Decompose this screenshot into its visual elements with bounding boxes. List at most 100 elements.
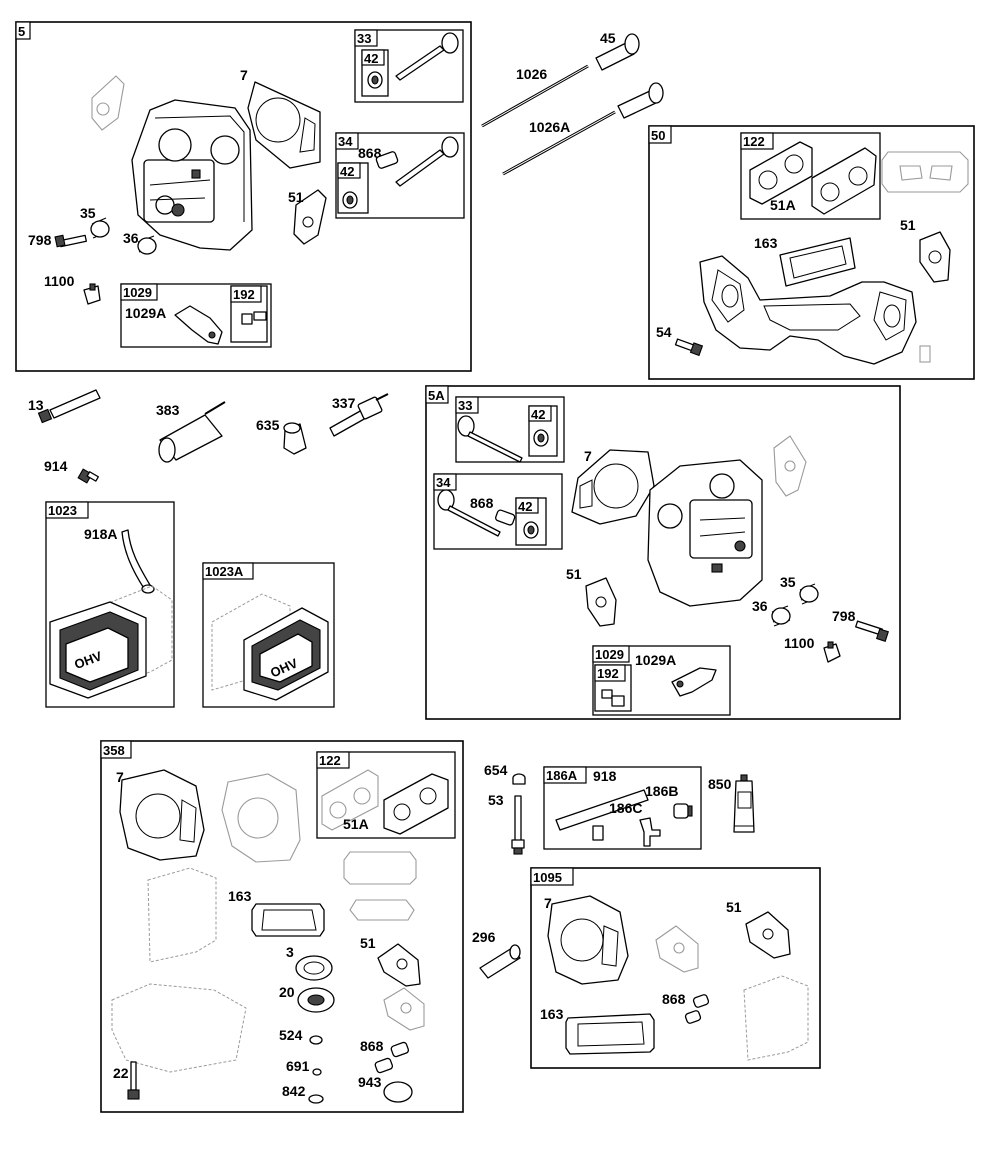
group-186A: 186A 918 186B 186C xyxy=(543,766,702,850)
rocker-nut-192 xyxy=(241,311,267,325)
label-186C: 186C xyxy=(609,800,642,816)
label-7: 7 xyxy=(240,67,248,83)
intake-gasket-51A xyxy=(811,147,877,215)
label-51: 51 xyxy=(288,189,304,205)
seal-691 xyxy=(312,1068,322,1076)
valve-seal-42 xyxy=(367,71,383,89)
ghost-cover-gasket-358 xyxy=(147,867,217,963)
label-7-358: 7 xyxy=(116,769,124,785)
label-163: 163 xyxy=(754,235,778,251)
label-51-358: 51 xyxy=(360,935,376,951)
bolt-798-5A xyxy=(855,620,889,642)
label-163-358: 163 xyxy=(228,888,252,904)
group-358: 358 7 122 51A xyxy=(100,740,464,1113)
ghost-sump-gasket xyxy=(111,983,247,1073)
label-51-5A: 51 xyxy=(566,566,582,582)
rocker-arm xyxy=(174,305,223,345)
gasket-163-358 xyxy=(251,903,325,937)
valve-33b xyxy=(457,415,523,463)
label-45: 45 xyxy=(600,30,616,46)
cylinder-head-5A xyxy=(647,459,763,607)
head-gasket-5A xyxy=(571,449,655,525)
label-1029A-5A: 1029A xyxy=(635,652,676,668)
clip-1100 xyxy=(83,283,101,305)
cap-635 xyxy=(283,422,307,455)
group-5-tag: 5 xyxy=(18,24,25,39)
group-122b-tag: 122 xyxy=(319,753,341,768)
valve-guide-868-1095 xyxy=(684,994,710,1024)
label-337: 337 xyxy=(332,395,356,411)
label-3: 3 xyxy=(286,944,294,960)
valve-seal-42b xyxy=(342,191,358,209)
label-163-1095: 163 xyxy=(540,1006,564,1022)
dipstick-tube-296 xyxy=(479,944,521,979)
bolt-22 xyxy=(127,1061,140,1100)
cap-654 xyxy=(512,773,526,785)
group-34-tag: 34 xyxy=(338,134,353,149)
rocker-arm-5A xyxy=(671,667,717,697)
ghost-cover-gasket-a xyxy=(211,593,291,691)
label-51A: 51A xyxy=(770,197,796,213)
valve-cover-1023: OHV xyxy=(49,601,147,699)
group-1023-tag: 1023 xyxy=(48,503,77,518)
label-798-5A: 798 xyxy=(832,608,856,624)
label-691: 691 xyxy=(286,1058,310,1074)
seal-20 xyxy=(297,987,335,1013)
label-918: 918 xyxy=(593,768,617,784)
valve-seal-42c xyxy=(533,429,549,447)
ghost-intake-358 xyxy=(343,851,417,921)
group-5A-tag: 5A xyxy=(428,388,445,403)
label-296: 296 xyxy=(472,929,496,945)
group-358-tag: 358 xyxy=(103,743,125,758)
gasket-51-1095 xyxy=(745,911,791,959)
group-1023: 1023 918A OHV 1023A OHV xyxy=(45,501,335,708)
valve-spring-36 xyxy=(137,235,157,255)
push-rods xyxy=(481,33,664,176)
group-1029b-tag: 1029 xyxy=(595,647,624,662)
label-798: 798 xyxy=(28,232,52,248)
label-868-358: 868 xyxy=(360,1038,384,1054)
label-524: 524 xyxy=(279,1027,303,1043)
label-1100-5A: 1100 xyxy=(784,635,815,651)
spark-plug-337 xyxy=(329,393,389,437)
tube-53 xyxy=(511,795,525,855)
valve-spring-36-5A xyxy=(771,605,791,627)
group-33b-tag: 33 xyxy=(458,398,472,413)
valve-guide-868 xyxy=(375,151,399,169)
bolt-54 xyxy=(674,338,704,357)
label-842: 842 xyxy=(282,1083,306,1099)
label-13: 13 xyxy=(28,397,44,413)
label-7-1095: 7 xyxy=(544,895,552,911)
ghost-gasket-51-358 xyxy=(383,987,425,1031)
ghost-head-gasket-358 xyxy=(221,773,301,863)
group-1029-tag: 1029 xyxy=(123,285,152,300)
intake-spacer xyxy=(749,141,813,205)
group-1023A-tag: 1023A xyxy=(205,564,244,579)
group-1095-tag: 1095 xyxy=(533,870,562,885)
label-868-1095: 868 xyxy=(662,991,686,1007)
label-54: 54 xyxy=(656,324,672,340)
rocker-nut-192-5A xyxy=(601,689,625,707)
label-654: 654 xyxy=(484,762,508,778)
label-635: 635 xyxy=(256,417,280,433)
ghost-intake-gasket xyxy=(881,151,969,193)
ghost-gasket xyxy=(91,75,125,131)
valve-spring-35-5A xyxy=(799,583,819,605)
bolt-798 xyxy=(54,234,87,248)
group-42c-tag: 42 xyxy=(531,407,545,422)
cylinder-head xyxy=(131,99,253,251)
valve-34b xyxy=(437,489,501,537)
intake-spacer-358 xyxy=(321,769,379,831)
o-ring-842 xyxy=(308,1094,324,1104)
head-gasket-1095 xyxy=(547,895,629,985)
bolt-13 xyxy=(37,389,101,424)
group-5: 5 7 51 xyxy=(15,21,472,372)
o-ring-943 xyxy=(383,1081,413,1103)
label-20: 20 xyxy=(279,984,295,1000)
label-1026: 1026 xyxy=(516,66,547,82)
label-1026A: 1026A xyxy=(529,119,570,135)
gasket-51-358 xyxy=(377,943,421,987)
label-53: 53 xyxy=(488,792,504,808)
clamp xyxy=(592,825,604,841)
seal-3 xyxy=(295,955,333,981)
